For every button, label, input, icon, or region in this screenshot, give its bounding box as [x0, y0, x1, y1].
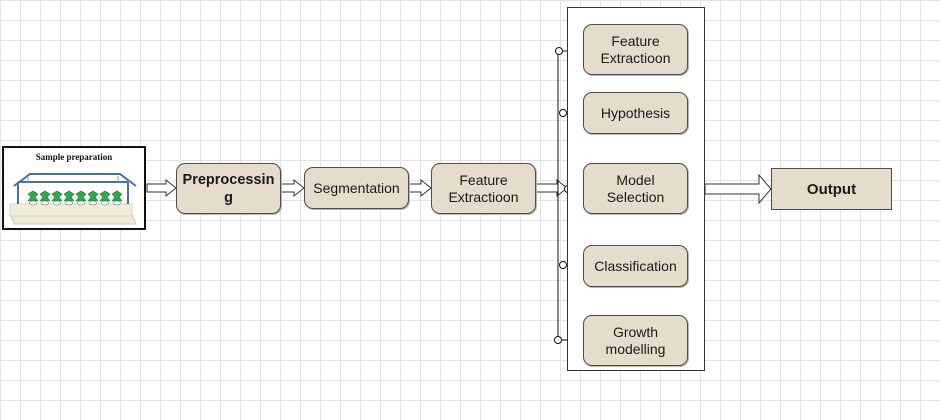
preprocessing-line-2: g — [224, 189, 233, 206]
feature-extraction-line-1: Feature — [459, 171, 508, 188]
module-feature-extraction-line-2: Extractioon — [600, 49, 671, 66]
module-feature-extraction-line-1: Feature — [611, 32, 660, 49]
feature-extraction-node: Feature Extractioon — [431, 163, 536, 214]
module-model-selection: Model Selection — [583, 163, 688, 214]
arrow-feature-to-modules — [535, 178, 568, 198]
module-model-selection-line-1: Model — [616, 171, 655, 188]
feature-extraction-line-2: Extractioon — [448, 188, 519, 205]
output-node: Output — [771, 168, 892, 210]
preprocessing-node: Preprocessin g — [176, 163, 281, 214]
module-classification: Classification — [583, 245, 688, 287]
greenhouse-icon — [9, 173, 137, 225]
module-classification-label: Classification — [594, 257, 677, 274]
arrow-modules-to-output — [704, 173, 772, 205]
segmentation-node: Segmentation — [304, 167, 409, 209]
sample-title: Sample preparation — [35, 152, 113, 162]
arrow-segmentation-to-feature — [408, 178, 432, 198]
module-hypothesis: Hypothesis — [583, 92, 688, 134]
preprocessing-line-1: Preprocessin — [182, 171, 275, 188]
module-growth-modelling-line-2: modelling — [605, 340, 666, 357]
segmentation-label: Segmentation — [313, 179, 400, 196]
module-hypothesis-label: Hypothesis — [600, 104, 671, 121]
module-feature-extraction: Feature Extractioon — [583, 24, 688, 75]
module-growth-modelling: Growth modelling — [583, 315, 688, 366]
module-growth-modelling-line-1: Growth — [612, 323, 659, 340]
arrow-preprocessing-to-segmentation — [280, 178, 305, 198]
sample-preparation-image: Sample preparation — [2, 146, 146, 230]
output-label: Output — [806, 180, 857, 198]
arrow-sample-to-preprocessing — [146, 178, 177, 198]
module-model-selection-line-2: Selection — [606, 188, 665, 205]
